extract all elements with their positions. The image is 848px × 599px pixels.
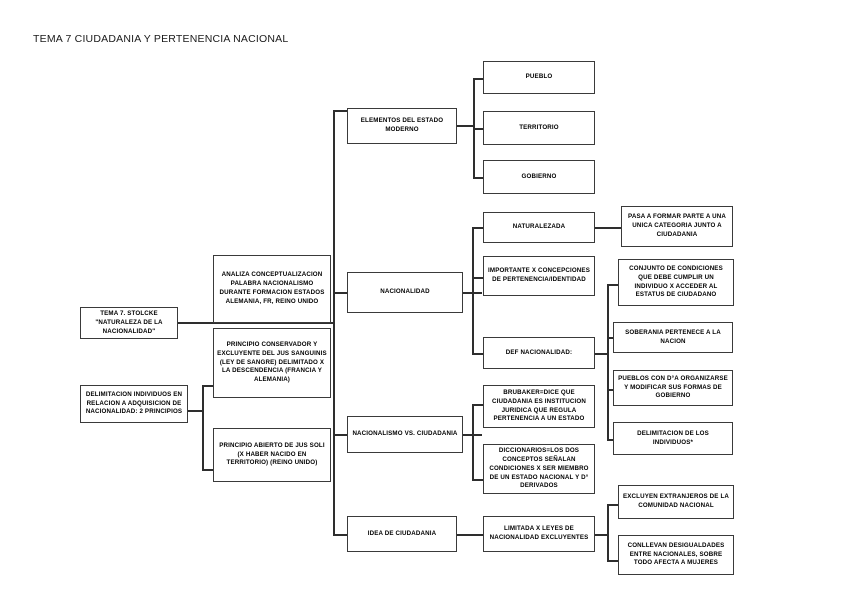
node-delimitacion-individuos[interactable]: DELIMITACION INDIVIDUOS EN RELACION A AD… [80, 385, 188, 423]
node-conllevan-desigualdades-label: CONLLEVAN DESIGUALDADES ENTRE NACIONALES… [627, 541, 725, 567]
connector-delim-vertical [202, 385, 204, 470]
connector-def-conjunto [607, 284, 619, 286]
node-nacionalidad-label: NACIONALIDAD [380, 288, 430, 295]
connector-trunk-idea [333, 534, 355, 536]
node-diccionarios[interactable]: DICCIONARIOS=LOS DOS CONCEPTOS SEÑALAN C… [483, 444, 595, 494]
connector-nacionalidad-naturalezada [472, 227, 483, 229]
connector-def-stub [594, 353, 608, 355]
node-brubaker-label: BRUBAKER=DICE QUE CIUDADANIA ES INSTITUC… [492, 388, 586, 423]
node-gobierno[interactable]: GOBIERNO [483, 160, 595, 194]
connector-naturalezada-pasa [594, 227, 622, 229]
connector-trunk-nacionalidad [333, 292, 355, 294]
connector-nacionalismo-brubaker [472, 404, 483, 406]
node-territorio-label: TERRITORIO [519, 123, 559, 131]
connector-nacionalismo-vertical [472, 404, 474, 480]
connector-main-trunk [333, 110, 336, 535]
node-limitada-leyes[interactable]: LIMITADA X LEYES DE NACIONALIDAD EXCLUYE… [483, 516, 595, 552]
connector-limitada-stub [594, 534, 608, 536]
node-soberania[interactable]: SOBERANIA PERTENECE A LA NACION [613, 322, 733, 353]
node-conjunto-condiciones[interactable]: CONJUNTO DE CONDICIONES QUE DEBE CUMPLIR… [618, 259, 734, 306]
node-def-nacionalidad-label: DEF NACIONALIDAD: [505, 348, 573, 356]
node-pueblos-derecho[interactable]: PUEBLOS CON D°A ORGANIZARSE Y MODIFICAR … [613, 370, 733, 406]
node-naturalezada-label: NATURALEZADA [512, 223, 566, 230]
connector-limitada-vertical [607, 504, 609, 562]
node-root-label: TEMA 7. STOLCKE "NATURALEZA DE LA NACION… [95, 309, 163, 335]
connector-nacionalidad-def [472, 353, 483, 355]
connector-limitada-excluyen [607, 504, 619, 506]
connector-trunk-nacionalismo [333, 434, 355, 436]
connector-limitada-conllevan [607, 560, 619, 562]
node-territorio[interactable]: TERRITORIO [483, 111, 595, 145]
node-pasa-formar-parte-label: PASA A FORMAR PARTE A UNA UNICA CATEGORI… [628, 213, 726, 238]
node-principio-conservador[interactable]: PRINCIPIO CONSERVADOR Y EXCLUYENTE DEL J… [213, 328, 331, 398]
connector-delim-to-conservador [202, 385, 214, 387]
node-delimitacion-individuos-label: DELIMITACION INDIVIDUOS EN RELACION A AD… [85, 390, 183, 416]
node-delimitacion-los-individuos[interactable]: DELIMITACION DE LOS INDIVIDUOS* [613, 422, 733, 455]
node-def-nacionalidad[interactable]: DEF NACIONALIDAD: [483, 337, 595, 369]
connector-root-analiza-stub [178, 322, 192, 324]
node-idea-ciudadania-label: IDEA DE CIUDADANIA [367, 529, 437, 537]
node-idea-ciudadania[interactable]: IDEA DE CIUDADANIA [347, 516, 457, 552]
connector-nacionalidad-vertical [472, 227, 474, 354]
node-excluyen-extranjeros[interactable]: EXCLUYEN EXTRANJEROS DE LA COMUNIDAD NAC… [618, 485, 734, 519]
connector-nacionalismo-diccionarios [472, 479, 483, 481]
connector-elementos-territorio [473, 128, 483, 130]
node-delimitacion-los-individuos-label: DELIMITACION DE LOS INDIVIDUOS* [637, 429, 709, 446]
node-nacionalismo-vs-ciudadania-label: NACIONALISMO VS. CIUDADANIA [352, 430, 458, 437]
node-analiza-label: ANALIZA CONCEPTUALIZACION PALABRA NACION… [219, 271, 325, 305]
node-principio-abierto-label: PRINCIPIO ABIERTO DE JUS SOLI (X HABER N… [219, 441, 325, 467]
node-conjunto-condiciones-label: CONJUNTO DE CONDICIONES QUE DEBE CUMPLIR… [629, 264, 723, 299]
node-pasa-formar-parte[interactable]: PASA A FORMAR PARTE A UNA UNICA CATEGORI… [621, 206, 733, 247]
node-pueblos-derecho-label: PUEBLOS CON D°A ORGANIZARSE Y MODIFICAR … [618, 374, 728, 400]
node-pueblo-label: PUEBLO [525, 73, 553, 80]
node-nacionalismo-vs-ciudadania[interactable]: NACIONALISMO VS. CIUDADANIA [347, 416, 463, 453]
node-importante-concepciones-label: IMPORTANTE X CONCEPCIONES DE PERTENENCIA… [488, 267, 590, 283]
node-soberania-label: SOBERANIA PERTENECE A LA NACION [625, 328, 721, 345]
page-title: TEMA 7 CIUDADANIA Y PERTENENCIA NACIONAL [33, 33, 289, 45]
node-principio-conservador-label: PRINCIPIO CONSERVADOR Y EXCLUYENTE DEL J… [217, 340, 327, 384]
node-brubaker[interactable]: BRUBAKER=DICE QUE CIUDADANIA ES INSTITUC… [483, 385, 595, 428]
node-diccionarios-label: DICCIONARIOS=LOS DOS CONCEPTOS SEÑALAN C… [489, 446, 589, 490]
connector-delim-stub [188, 410, 203, 412]
connector-delim-to-abierto [202, 469, 214, 471]
node-elementos-estado-label: ELEMENTOS DEL ESTADO MODERNO [360, 117, 444, 133]
node-principio-abierto[interactable]: PRINCIPIO ABIERTO DE JUS SOLI (X HABER N… [213, 428, 331, 482]
node-naturalezada[interactable]: NATURALEZADA [483, 212, 595, 243]
connector-elementos-pueblo [473, 78, 483, 80]
node-nacionalidad[interactable]: NACIONALIDAD [347, 272, 463, 313]
connector-root-to-trunk [178, 322, 335, 325]
connector-nacionalidad-importante [472, 277, 483, 279]
connector-elementos-vertical [473, 78, 475, 177]
node-importante-concepciones[interactable]: IMPORTANTE X CONCEPCIONES DE PERTENENCIA… [483, 256, 595, 296]
node-pueblo[interactable]: PUEBLO [483, 61, 595, 94]
node-elementos-estado[interactable]: ELEMENTOS DEL ESTADO MODERNO [347, 108, 457, 144]
connector-idea-limitada [456, 534, 483, 536]
connector-elementos-stub [456, 125, 474, 128]
node-root[interactable]: TEMA 7. STOLCKE "NATURALEZA DE LA NACION… [80, 307, 178, 339]
connector-elementos-gobierno [473, 177, 483, 179]
connector-trunk-elementos [333, 110, 355, 112]
node-conllevan-desigualdades[interactable]: CONLLEVAN DESIGUALDADES ENTRE NACIONALES… [618, 535, 734, 575]
node-gobierno-label: GOBIERNO [521, 172, 557, 180]
node-limitada-leyes-label: LIMITADA X LEYES DE NACIONALIDAD EXCLUYE… [489, 525, 589, 541]
connector-def-vertical [607, 284, 609, 440]
node-analiza[interactable]: ANALIZA CONCEPTUALIZACION PALABRA NACION… [213, 255, 331, 323]
node-excluyen-extranjeros-label: EXCLUYEN EXTRANJEROS DE LA COMUNIDAD NAC… [622, 493, 729, 509]
